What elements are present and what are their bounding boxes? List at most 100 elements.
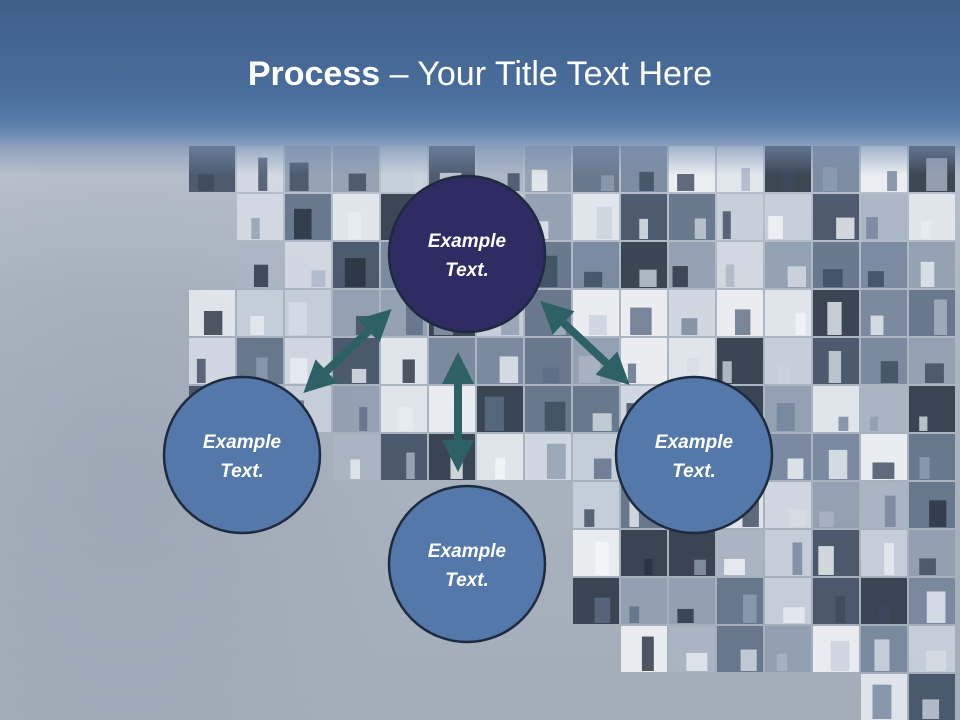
mosaic-tile bbox=[765, 290, 811, 336]
mosaic-tile bbox=[909, 194, 955, 240]
arrow-center-left[interactable] bbox=[303, 308, 392, 394]
mosaic-tile bbox=[861, 530, 907, 576]
left-label-line2: Text. bbox=[220, 461, 264, 482]
mosaic-tile bbox=[813, 530, 859, 576]
title-bold: Process bbox=[247, 55, 381, 93]
mosaic-tile bbox=[477, 386, 523, 432]
mosaic-tile bbox=[861, 482, 907, 528]
bottom-label-line1: Example bbox=[428, 541, 507, 562]
mosaic-tile bbox=[333, 242, 379, 288]
left-label-line1: Example bbox=[203, 432, 282, 453]
mosaic-tile bbox=[909, 674, 955, 720]
mosaic-tile bbox=[765, 482, 811, 528]
mosaic-tile bbox=[237, 194, 283, 240]
mosaic-tile bbox=[861, 434, 907, 480]
mosaic-tile bbox=[669, 242, 715, 288]
mosaic-tile bbox=[717, 242, 763, 288]
mosaic-tile bbox=[669, 338, 715, 384]
mosaic-tile bbox=[909, 530, 955, 576]
mosaic-tile bbox=[621, 530, 667, 576]
mosaic-tile bbox=[813, 434, 859, 480]
mosaic-tile bbox=[573, 242, 619, 288]
mosaic-tile bbox=[573, 434, 619, 480]
mosaic-tile bbox=[861, 674, 907, 720]
mosaic-tile bbox=[765, 242, 811, 288]
bottom-node[interactable]: Example Text. bbox=[387, 484, 547, 644]
title-separator: – bbox=[380, 55, 418, 93]
mosaic-tile bbox=[861, 194, 907, 240]
mosaic-tile bbox=[717, 290, 763, 336]
left-node[interactable]: Example Text. bbox=[162, 375, 322, 535]
mosaic-tile bbox=[813, 578, 859, 624]
mosaic-tile bbox=[909, 338, 955, 384]
center-node[interactable]: Example Text. bbox=[387, 174, 547, 334]
center-label-line1: Example bbox=[428, 231, 507, 252]
mosaic-tile bbox=[717, 194, 763, 240]
mosaic-tile bbox=[765, 626, 811, 672]
arrow-center-right[interactable] bbox=[540, 301, 630, 385]
mosaic-tile bbox=[621, 194, 667, 240]
mosaic-tile bbox=[717, 578, 763, 624]
mosaic-tile bbox=[717, 626, 763, 672]
mosaic-tile bbox=[909, 386, 955, 432]
slide-title[interactable]: Process – Your Title Text Here bbox=[0, 52, 960, 96]
mosaic-tile bbox=[861, 242, 907, 288]
mosaic-tile bbox=[909, 242, 955, 288]
mosaic-tile bbox=[861, 290, 907, 336]
mosaic-tile bbox=[717, 530, 763, 576]
mosaic-tile bbox=[861, 386, 907, 432]
mosaic-tile bbox=[189, 290, 235, 336]
bottom-label-line2: Text. bbox=[445, 570, 489, 591]
mosaic-tile bbox=[909, 290, 955, 336]
mosaic-tile bbox=[237, 242, 283, 288]
mosaic-tile bbox=[573, 482, 619, 528]
mosaic-tile bbox=[573, 530, 619, 576]
mosaic-tile bbox=[669, 578, 715, 624]
mosaic-tile bbox=[477, 338, 523, 384]
mosaic-tile bbox=[381, 386, 427, 432]
mosaic-tile bbox=[813, 386, 859, 432]
mosaic-tile bbox=[861, 626, 907, 672]
header-band bbox=[0, 0, 960, 175]
mosaic-tile bbox=[333, 386, 379, 432]
mosaic-tile bbox=[285, 194, 331, 240]
mosaic-tile bbox=[717, 338, 763, 384]
mosaic-tile bbox=[525, 386, 571, 432]
mosaic-tile bbox=[765, 530, 811, 576]
mosaic-tile bbox=[621, 578, 667, 624]
mosaic-tile bbox=[525, 434, 571, 480]
mosaic-tile bbox=[189, 338, 235, 384]
mosaic-tile bbox=[813, 626, 859, 672]
mosaic-tile bbox=[477, 434, 523, 480]
mosaic-tile bbox=[285, 242, 331, 288]
mosaic-tile bbox=[621, 626, 667, 672]
right-label-line1: Example bbox=[655, 432, 734, 453]
mosaic-tile bbox=[765, 194, 811, 240]
mosaic-tile bbox=[909, 482, 955, 528]
mosaic-tile bbox=[909, 578, 955, 624]
mosaic-tile bbox=[333, 194, 379, 240]
mosaic-tile bbox=[573, 386, 619, 432]
right-label-line2: Text. bbox=[672, 461, 716, 482]
mosaic-tile bbox=[909, 434, 955, 480]
mosaic-tile bbox=[765, 338, 811, 384]
bottom-circle bbox=[387, 484, 547, 644]
right-node[interactable]: Example Text. bbox=[614, 375, 774, 535]
mosaic-tile bbox=[909, 626, 955, 672]
mosaic-tile bbox=[669, 290, 715, 336]
left-circle bbox=[162, 375, 322, 535]
mosaic-tile bbox=[573, 578, 619, 624]
mosaic-tile bbox=[669, 530, 715, 576]
mosaic-tile bbox=[813, 194, 859, 240]
mosaic-tile bbox=[861, 338, 907, 384]
mosaic-tile bbox=[333, 434, 379, 480]
mosaic-tile bbox=[573, 194, 619, 240]
mosaic-tile bbox=[765, 386, 811, 432]
right-circle bbox=[614, 375, 774, 535]
mosaic-tile bbox=[621, 242, 667, 288]
mosaic-tile bbox=[669, 194, 715, 240]
mosaic-tile bbox=[861, 578, 907, 624]
title-rest: Your Title Text Here bbox=[417, 55, 713, 93]
mosaic-tile bbox=[813, 242, 859, 288]
